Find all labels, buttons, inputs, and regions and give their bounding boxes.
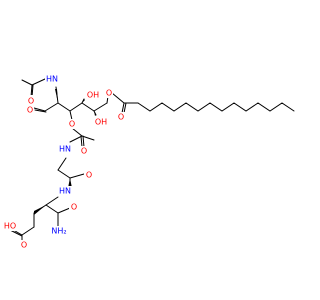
atom-n-gln: HN (58, 186, 72, 196)
atom-label: HN (59, 145, 71, 154)
bond (45, 204, 59, 214)
stereo-wedge (68, 178, 72, 188)
stereo-wedge (94, 111, 96, 116)
bond (121, 102, 125, 114)
bond (31, 78, 46, 86)
bond (69, 173, 85, 179)
atom-oh-c4: OH (86, 89, 100, 100)
atom-label: O (69, 120, 75, 129)
bond (33, 107, 46, 112)
atom-label: HO (4, 222, 16, 231)
atom-label: O (27, 106, 33, 115)
stereo-wedge (82, 99, 85, 103)
bond (81, 135, 95, 141)
molecule-structure: O HN O OH OH O O O O HN O HN O NH₂ O HO (3, 74, 295, 250)
atom-oh-acid: HO (3, 221, 17, 231)
bond (71, 127, 83, 137)
bond (57, 157, 67, 171)
atom-label: HN (46, 75, 58, 84)
stereo-wedges (34, 89, 96, 215)
atom-label: O (106, 89, 112, 98)
atom-o-ester: O (104, 88, 113, 98)
atom-o-ester-carbonyl: O (116, 112, 125, 122)
bond (80, 135, 83, 148)
atom-label: O (71, 203, 77, 212)
atom-o-acid-carbonyl: O (19, 240, 28, 250)
atom-o-amide: O (69, 202, 78, 212)
bond (34, 109, 47, 113)
bond (111, 92, 125, 104)
stereo-wedge (55, 89, 58, 103)
atom-label: OH (87, 91, 99, 100)
atom-o-lactyl-carbonyl: O (79, 146, 88, 156)
stereo-wedge (34, 205, 46, 215)
bond (69, 110, 73, 121)
atom-o-ala-carbonyl: O (84, 169, 93, 180)
atom-o-ether: O (67, 119, 76, 129)
bond (21, 226, 35, 236)
atom-oh-c5: OH (94, 116, 108, 127)
atom-label: O (86, 171, 92, 180)
bond (57, 207, 71, 214)
bond (21, 79, 33, 86)
atom-o-aldehyde: O (25, 104, 34, 115)
bond (82, 135, 85, 148)
bond (93, 102, 108, 112)
atom-n-amide: NH₂ (51, 226, 67, 236)
bond (45, 196, 59, 206)
bond (57, 102, 71, 112)
atom-label: HN (59, 187, 71, 196)
bond (44, 102, 59, 112)
bond (69, 135, 83, 143)
atom-labels: O HN O OH OH O O O O HN O HN O NH₂ O HO (3, 74, 125, 250)
bond (69, 102, 83, 112)
fatty-acyl-chain (137, 102, 295, 112)
atom-label: NH₂ (51, 227, 66, 236)
bond (57, 169, 71, 179)
atom-o-acetyl: O (26, 95, 35, 106)
atom-label: O (28, 97, 34, 106)
bond (123, 102, 127, 114)
atom-n-ala: HN (58, 143, 72, 154)
atom-label: OH (95, 118, 107, 127)
atom-label: O (118, 113, 124, 122)
bonds (9, 78, 295, 245)
atom-label: O (81, 147, 87, 156)
bond (81, 102, 95, 112)
atom-label: O (21, 241, 27, 250)
atom-n-acetamido: HN (45, 74, 59, 84)
